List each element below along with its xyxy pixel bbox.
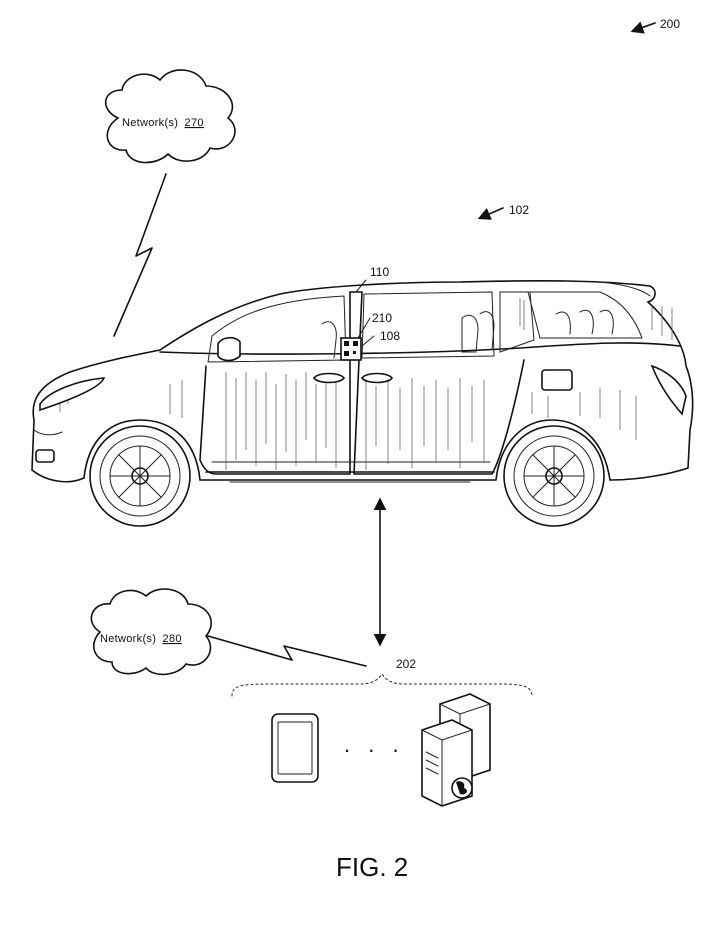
network-270-ref: 270 [185, 117, 204, 129]
devices-ellipsis: . . . [344, 732, 405, 757]
figure-label: FIG. 2 [336, 852, 408, 882]
vehicle-ref-arrow [480, 208, 503, 218]
lightning-bolt-icon [208, 636, 366, 666]
cloud-icon [91, 589, 211, 674]
device-outer-ref-label: 210 [372, 311, 392, 325]
device-ref-label: 108 [380, 329, 400, 343]
pillar-ref-label: 110 [370, 265, 389, 279]
figure-ref-arrow [633, 23, 655, 31]
devices-group-ref-label: 202 [396, 657, 416, 671]
figure-ref-label: 200 [660, 17, 680, 31]
lightning-bolt-icon [114, 174, 166, 336]
network-270-label: Network(s) 270 [122, 117, 204, 129]
network-280-name: Network(s) [100, 633, 156, 645]
vehicle-ref-label: 102 [509, 203, 529, 217]
mounted-device [341, 338, 361, 360]
front-wheel [90, 426, 190, 526]
tablet-icon [272, 714, 318, 782]
devices-group-brace [232, 674, 532, 696]
network-280-label: Network(s) 280 [100, 633, 182, 645]
network-270-name: Network(s) [122, 117, 178, 129]
rear-wheel [504, 426, 604, 526]
network-280-ref: 280 [163, 633, 182, 645]
globe-icon [452, 778, 472, 798]
